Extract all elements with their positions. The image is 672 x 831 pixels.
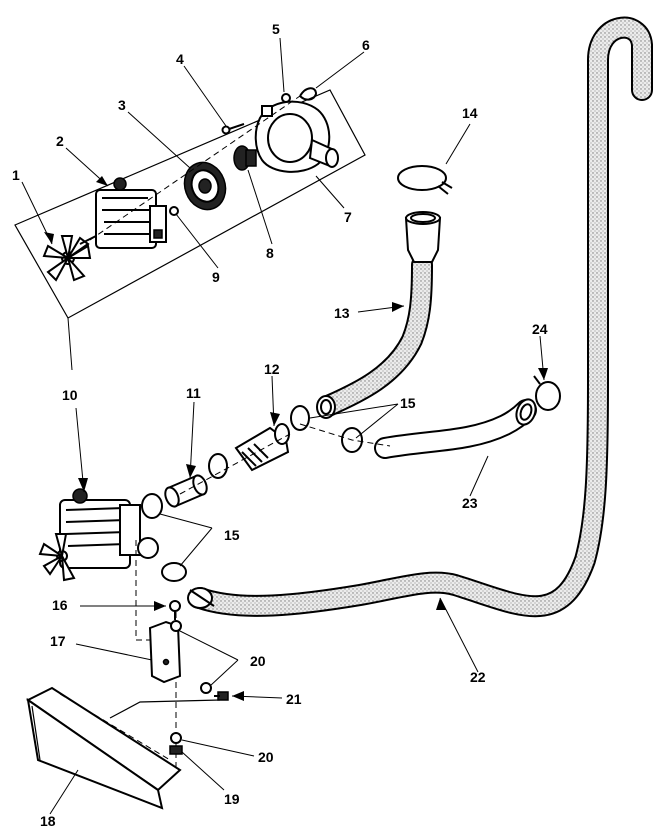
callout-19: 19 (224, 791, 240, 807)
hose-23 (374, 398, 537, 459)
hose-13 (316, 211, 442, 419)
callout-5: 5 (272, 21, 280, 37)
elbow-fitting-12 (234, 423, 290, 472)
screw-icon (221, 123, 245, 135)
bolt-21 (214, 691, 229, 701)
washer-icon (169, 206, 179, 216)
callout-2: 2 (56, 133, 64, 149)
drain-hose-22 (187, 16, 653, 618)
nut-icon (169, 745, 183, 755)
callout-16: 16 (52, 597, 68, 613)
base-rail-icon (26, 686, 221, 810)
callout-15: 15 (400, 395, 416, 411)
callout-14: 14 (462, 105, 478, 121)
leader-lines (21, 37, 545, 815)
callout-12: 12 (264, 361, 280, 377)
hose-clamp-icon (208, 453, 228, 479)
hose-clamp-icon (141, 493, 163, 519)
callout-15: 15 (224, 527, 240, 543)
seal-icon (233, 145, 257, 171)
nut-icon (200, 682, 212, 694)
axis-line (179, 433, 291, 495)
callout-4: 4 (176, 51, 184, 67)
bracket-icon (148, 620, 182, 684)
pump-housing-icon (254, 100, 339, 173)
callout-10: 10 (62, 387, 78, 403)
axis-line (89, 95, 301, 241)
clip-icon (299, 87, 318, 101)
callout-23: 23 (462, 495, 478, 511)
callout-13: 13 (334, 305, 350, 321)
motor-pump-assembly (38, 488, 159, 582)
nut-icon (170, 732, 182, 744)
callout-21: 21 (286, 691, 302, 707)
callout-11: 11 (186, 385, 201, 401)
bolt-16 (169, 600, 181, 620)
callout-24: 24 (532, 321, 548, 337)
callout-3: 3 (118, 97, 126, 113)
callout-6: 6 (362, 37, 370, 53)
hose-clamp-icon (533, 375, 561, 411)
callout-20: 20 (250, 653, 266, 669)
callout-7: 7 (344, 209, 352, 225)
hose-clamp-icon (161, 562, 187, 582)
callout-22: 22 (470, 669, 486, 685)
hose-clamp-icon (290, 405, 310, 431)
arrowheads (44, 176, 548, 701)
axis-line (299, 423, 391, 447)
callout-1: 1 (12, 167, 20, 183)
callout-17: 17 (50, 633, 66, 649)
hose-clamp-icon (397, 165, 453, 195)
pump-subassembly-frame (14, 89, 366, 319)
callout-9: 9 (212, 269, 220, 285)
callout-8: 8 (266, 245, 274, 261)
impeller-disc-icon (183, 161, 227, 211)
coupling-icon (164, 474, 208, 508)
callout-20: 20 (258, 749, 274, 765)
callout-labels: 1 2 3 4 5 6 7 8 9 10 11 12 13 14 15 15 1… (12, 21, 548, 829)
hose-clamp-icon (341, 427, 363, 453)
callout-18: 18 (40, 813, 56, 829)
